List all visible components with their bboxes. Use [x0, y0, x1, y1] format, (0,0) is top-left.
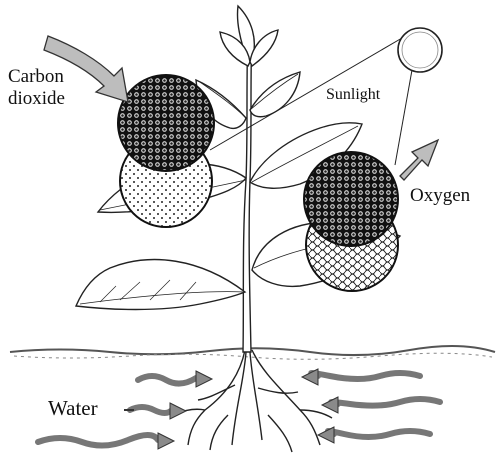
- water-arrow-left-middle: [130, 403, 186, 419]
- water-arrow-right-bottom: [318, 427, 430, 443]
- oxygen-molecule-circle: [304, 152, 398, 246]
- sun: [398, 28, 442, 72]
- water-arrows: [38, 369, 440, 449]
- oxygen-arrow: [400, 140, 438, 180]
- carbon-dioxide-label-line1: Carbon: [8, 66, 65, 88]
- oxygen-release: [304, 152, 398, 291]
- carbon-dioxide-absorption: [118, 75, 214, 227]
- water-arrow-right-top: [302, 369, 420, 385]
- roots: [175, 350, 332, 452]
- carbon-dioxide-label: Carbon dioxide: [8, 66, 65, 110]
- carbon-dioxide-molecule-circle: [118, 75, 214, 171]
- water-label: Water: [48, 396, 98, 420]
- stem: [243, 30, 252, 352]
- water-arrow-right-middle: [322, 397, 440, 413]
- oxygen-label: Oxygen: [410, 185, 470, 207]
- water-arrow-left-top: [138, 371, 212, 387]
- sunlight-label: Sunlight: [326, 86, 380, 104]
- carbon-dioxide-label-line2: dioxide: [8, 88, 65, 110]
- water-arrow-left-bottom: [38, 433, 174, 449]
